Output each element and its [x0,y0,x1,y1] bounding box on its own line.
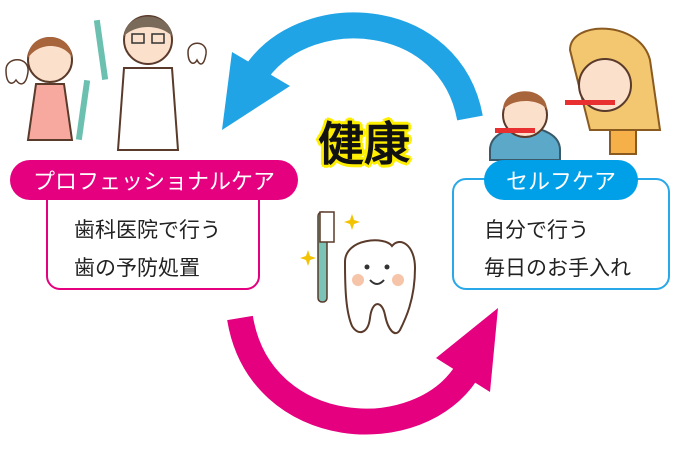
professional-line-2: 歯の予防処置 [74,256,200,280]
self-care-box: 自分で行う 毎日のお手入れ [452,178,670,290]
self-line-2: 毎日のお手入れ [484,256,631,280]
dental-staff-illustration [5,15,207,151]
professional-care-label: プロフェッショナルケア [10,160,298,200]
self-care-label: セルフケア [484,160,638,200]
blue-arrow [222,12,483,130]
professional-care-box: 歯科医院で行う 歯の予防処置 [46,186,260,290]
family-brushing-illustration [489,27,662,161]
tooth-mascot-illustration [300,211,417,335]
professional-line-1: 歯科医院で行う [74,218,221,242]
health-title: 健康 [318,117,410,171]
self-line-1: 自分で行う [484,218,589,242]
pink-arrow [227,308,498,435]
